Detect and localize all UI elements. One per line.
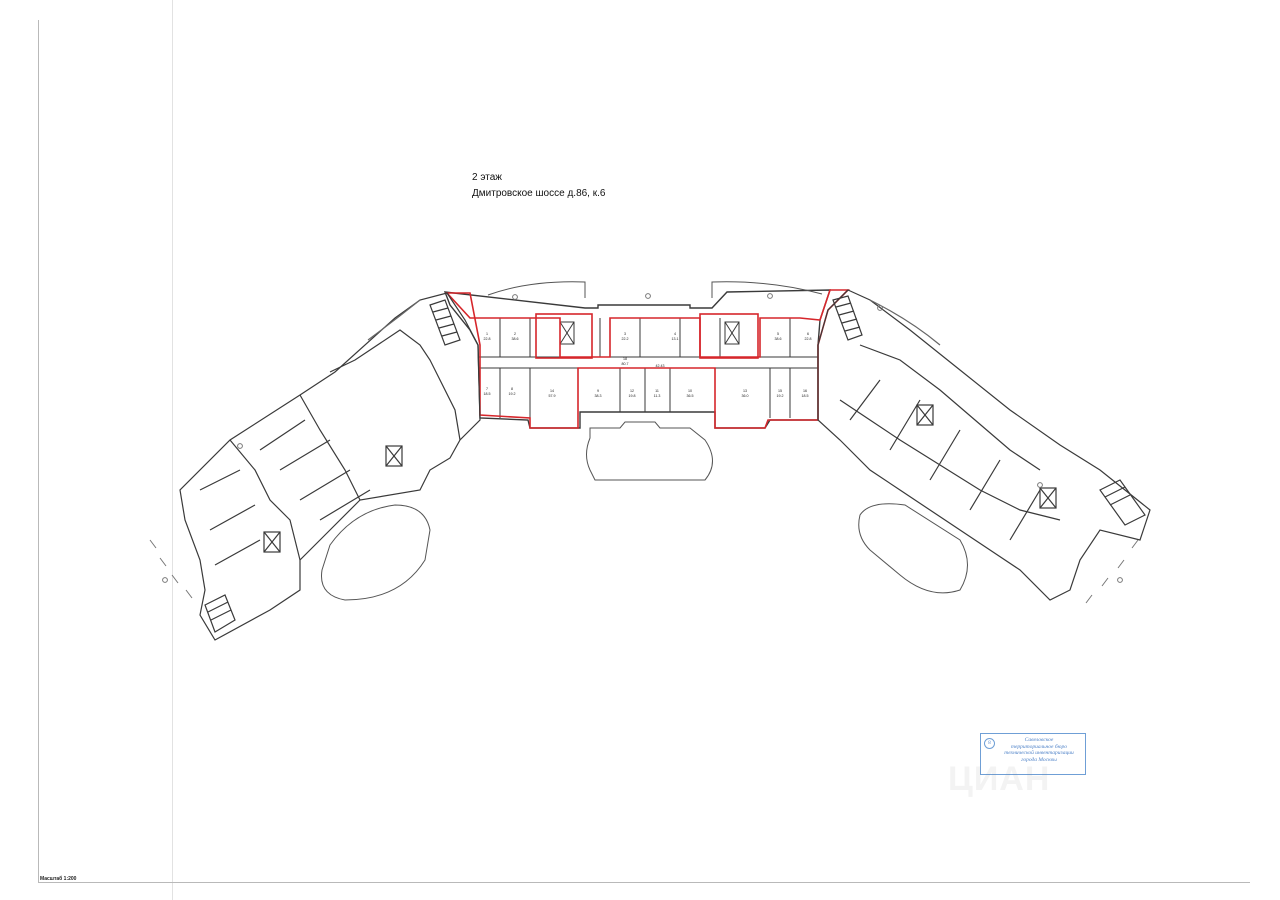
room-number-c5: 5 (777, 332, 779, 336)
room-area-cor2: 42.43 (656, 364, 665, 368)
stamp-line-2: территориальное бюро (1011, 743, 1067, 750)
left-wing (179, 292, 481, 641)
room-number-c6: 6 (807, 332, 809, 336)
room-area-c4: 13.1 (672, 337, 679, 341)
room-area-c12: 19.8 (629, 394, 636, 398)
address-label: Дмитровское шоссе д.86, к.6 (472, 188, 606, 199)
terraces (320, 421, 968, 601)
room-number-c15: 15 (778, 389, 782, 393)
room-area-c11: 11.3 (654, 394, 661, 398)
right-wing (817, 289, 1151, 601)
room-number-c16: 16 (803, 389, 807, 393)
stamp-line-3: технической инвентаризации (1004, 750, 1074, 757)
room-area-c9: 38.3 (595, 394, 602, 398)
room-area-c16: 18.5 (802, 394, 809, 398)
room-number-c10: 10 (688, 389, 692, 393)
room-number-c11: 11 (655, 389, 659, 393)
sheet-fold-line (172, 0, 173, 900)
room-number-c1: 1 (486, 332, 488, 336)
room-number-c2: 2 (514, 332, 516, 336)
room-area-c1: 22.8 (484, 337, 491, 341)
room-area-c7: 18.5 (484, 392, 491, 396)
sheet-border-bottom (38, 882, 1250, 883)
highlighted-premises (445, 289, 850, 429)
room-number-cor: 18 (623, 357, 627, 361)
bti-stamp: 8 Савеловское территориальное бюро техни… (980, 733, 1086, 775)
stamp-seal: 8 (984, 738, 995, 749)
central-block (443, 281, 831, 429)
room-labels: 122.8238.6322.2413.1538.6622.8718.5819.2… (484, 332, 812, 398)
watermark: ЦИАН (948, 760, 1051, 798)
plan-title: 2 этаж Дмитровское шоссе д.86, к.6 (472, 170, 605, 202)
room-area-c14: 57.9 (549, 394, 556, 398)
room-area-c6: 22.8 (805, 337, 812, 341)
room-area-cor: 80.7 (622, 362, 629, 366)
scale-label: Масштаб 1:200 (40, 876, 77, 882)
room-area-c15: 19.2 (777, 394, 784, 398)
floor-label: 2 этаж (472, 172, 502, 183)
room-area-c5: 38.6 (775, 337, 782, 341)
room-number-c3: 3 (624, 332, 626, 336)
room-number-c13: 13 (743, 389, 747, 393)
sheet-border-left (38, 20, 39, 882)
stamp-line-1: Савеловское (1024, 737, 1054, 743)
room-number-c8: 8 (511, 387, 513, 391)
room-area-c10: 36.5 (687, 394, 694, 398)
site-markers (149, 293, 1139, 604)
room-number-c14: 14 (550, 389, 554, 393)
room-area-c13: 36.0 (742, 394, 749, 398)
room-area-c2: 38.6 (512, 337, 519, 341)
room-area-c8: 19.2 (509, 392, 516, 396)
room-number-c4: 4 (674, 332, 676, 336)
room-number-c9: 9 (597, 389, 599, 393)
room-area-c3: 22.2 (622, 337, 629, 341)
room-number-c7: 7 (486, 387, 488, 391)
room-number-c12: 12 (630, 389, 634, 393)
stamp-line-4: города Москвы (1021, 756, 1057, 763)
